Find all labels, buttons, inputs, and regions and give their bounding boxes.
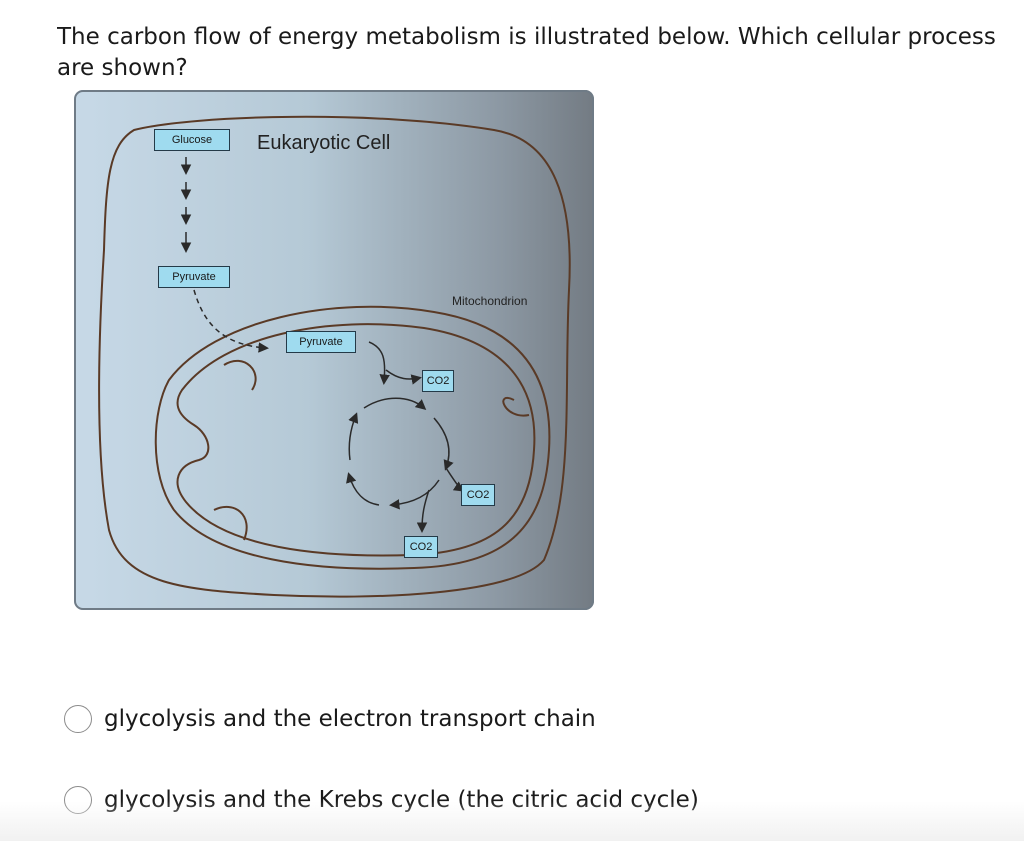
co2-label-1: CO2 bbox=[422, 370, 454, 392]
answer-option-2-label[interactable]: glycolysis and the Krebs cycle (the citr… bbox=[104, 787, 699, 813]
answer-option-1[interactable]: glycolysis and the electron transport ch… bbox=[64, 705, 596, 733]
mitochondrion-label: Mitochondrion bbox=[452, 294, 528, 308]
mitochondrion-inner-membrane bbox=[176, 323, 536, 557]
answer-option-1-label[interactable]: glycolysis and the electron transport ch… bbox=[104, 706, 596, 732]
pyruvate-cytoplasm-label: Pyruvate bbox=[158, 266, 230, 288]
answer-option-2[interactable]: glycolysis and the Krebs cycle (the citr… bbox=[64, 786, 699, 814]
cell-diagram: Glucose Eukaryotic Cell Pyruvate Mitocho… bbox=[74, 90, 594, 610]
cell-title: Eukaryotic Cell bbox=[257, 132, 391, 154]
question-text: The carbon flow of energy metabolism is … bbox=[57, 22, 1024, 84]
co2-label-2: CO2 bbox=[461, 484, 495, 506]
radio-button-2[interactable] bbox=[64, 786, 92, 814]
question-line-1: The carbon flow of energy metabolism is … bbox=[57, 24, 996, 50]
pyruvate-mitochondrion-label: Pyruvate bbox=[286, 331, 356, 353]
diagram-drawing bbox=[98, 115, 571, 598]
glucose-label: Glucose bbox=[154, 129, 230, 151]
mitochondrion-outer-membrane bbox=[154, 305, 551, 570]
cell-membrane bbox=[98, 115, 571, 598]
question-line-2: are shown? bbox=[57, 55, 188, 81]
radio-button-1[interactable] bbox=[64, 705, 92, 733]
co2-label-3: CO2 bbox=[404, 536, 438, 558]
